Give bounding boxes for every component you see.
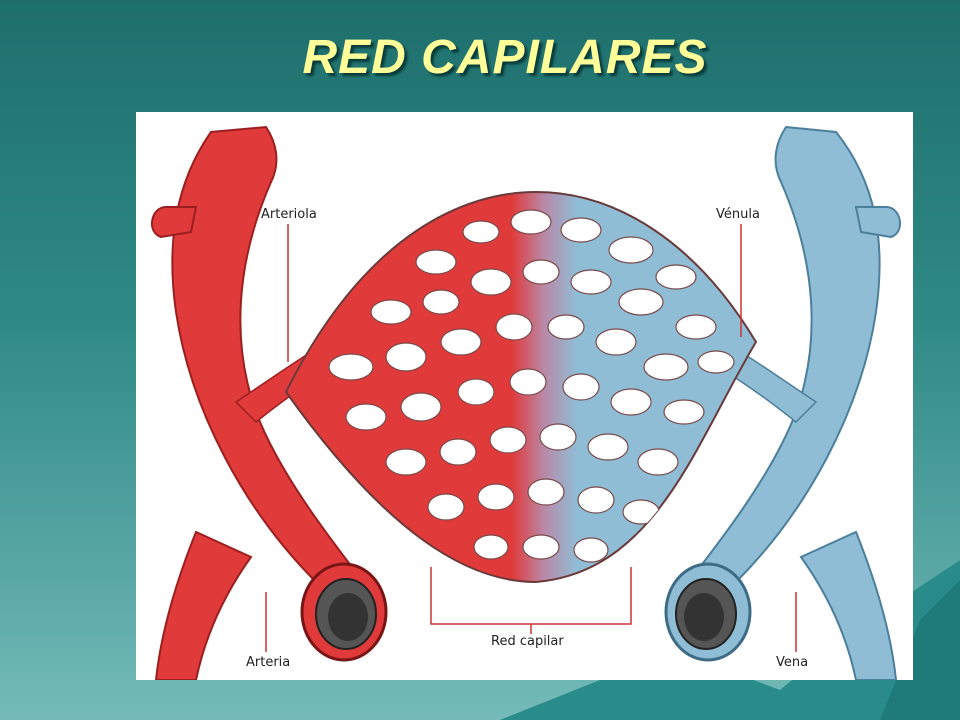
label-venula: Vénula [716,207,760,222]
leader-lines [265,224,797,652]
label-arteriola: Arteriola [261,207,317,222]
capillary-diagram: Arteriola Vénula Arteria Vena Red capila… [136,112,913,680]
capillary-network [284,190,758,584]
label-red-capilar: Red capilar [491,634,564,649]
capillary-network-illustration [151,125,901,680]
label-vena: Vena [776,655,809,670]
slide-title: RED CAPILARES [302,31,708,84]
label-arteria: Arteria [246,655,291,670]
